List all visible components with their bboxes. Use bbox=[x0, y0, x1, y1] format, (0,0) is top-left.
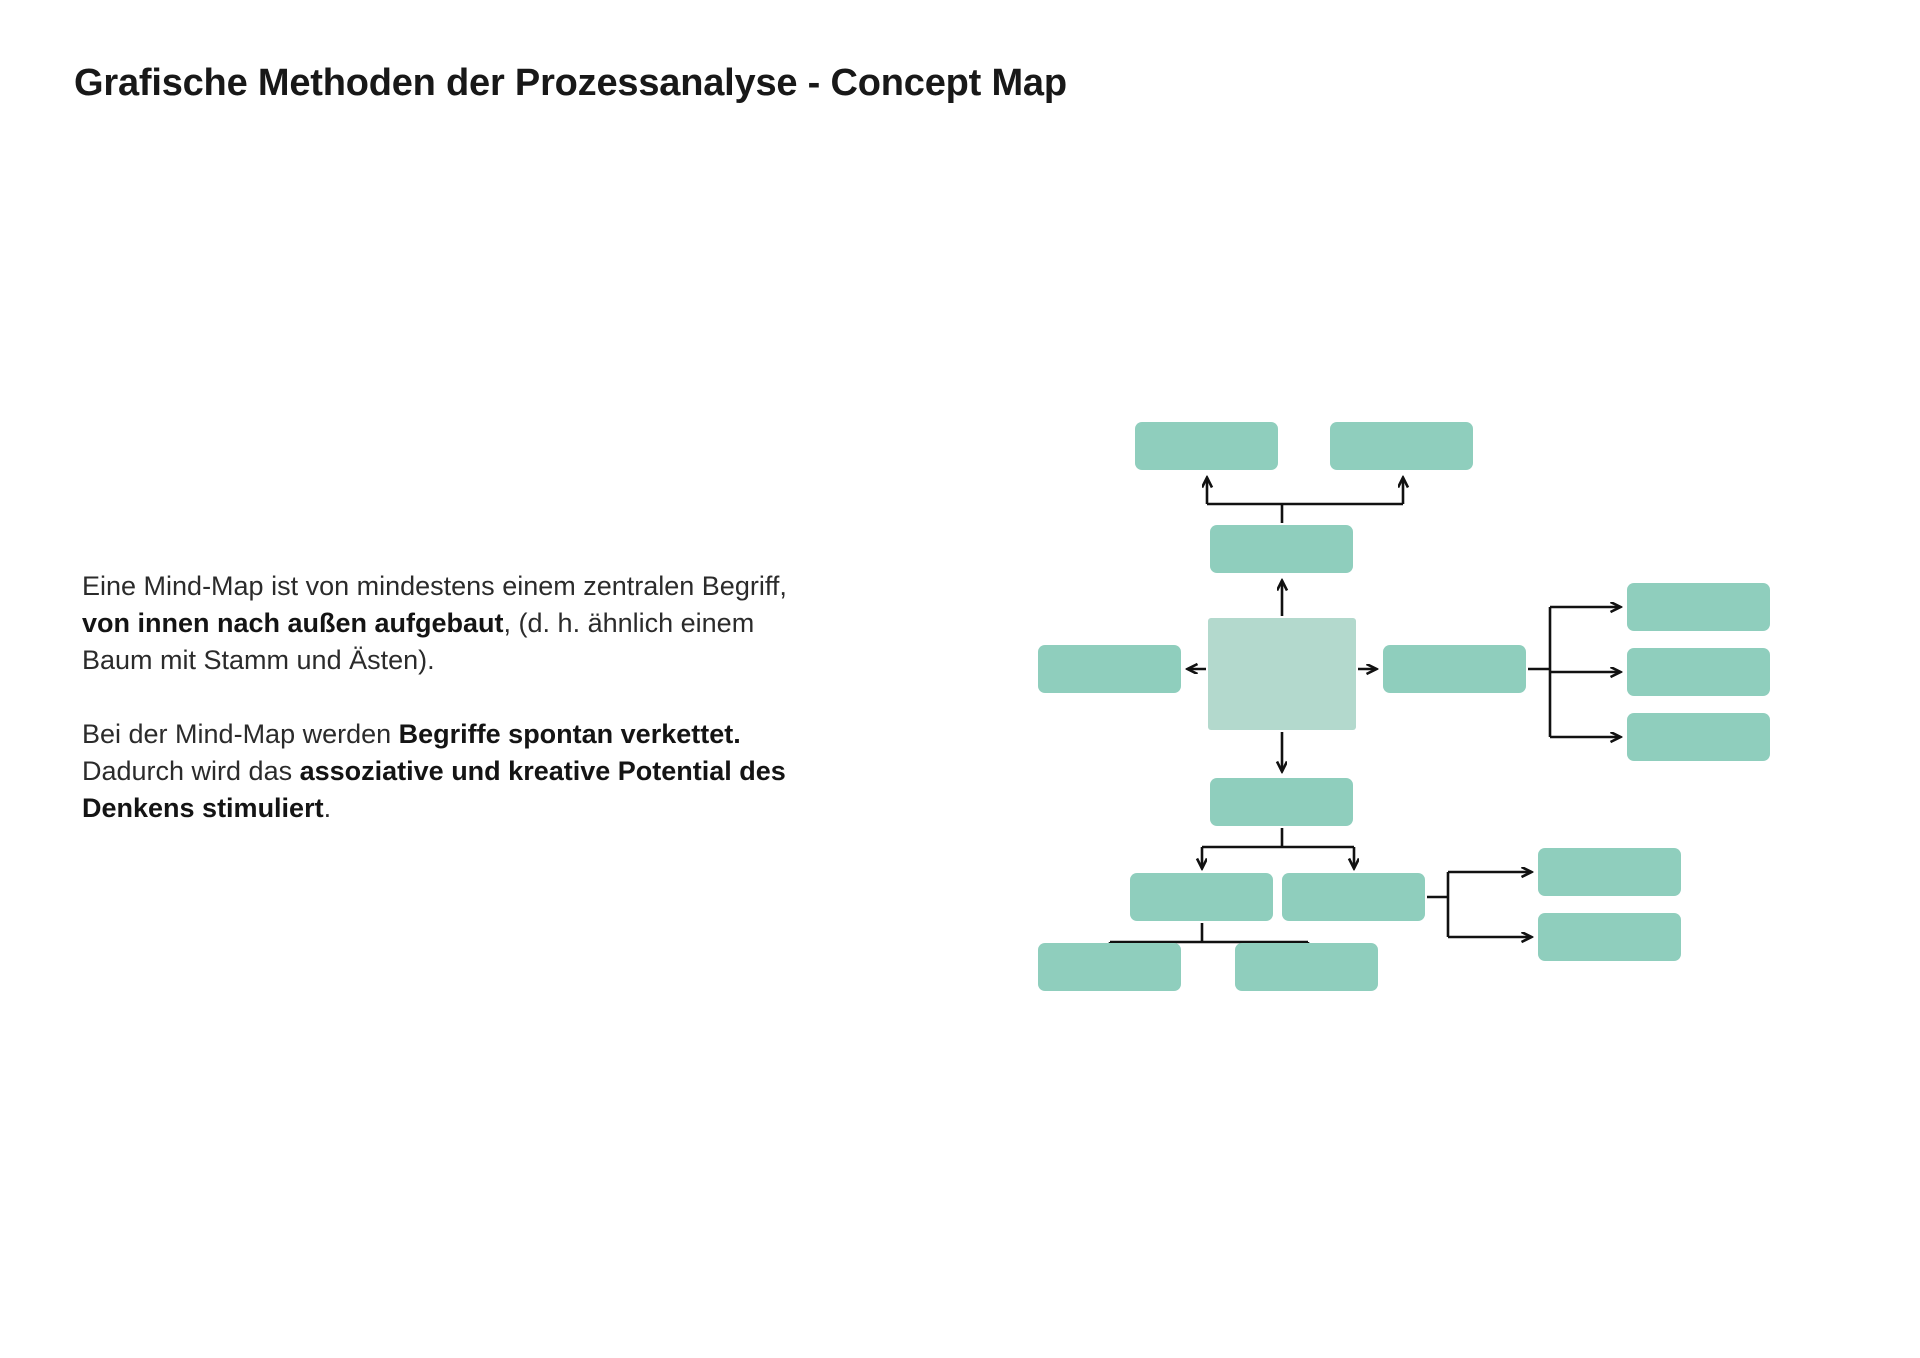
node-lower-right-leaf-1[interactable] bbox=[1538, 848, 1681, 896]
concept-map-diagram bbox=[1020, 400, 1810, 1020]
paragraph-2: Bei der Mind-Map werden Begriffe spontan… bbox=[82, 716, 802, 827]
text-column: Eine Mind-Map ist von mindestens einem z… bbox=[82, 568, 802, 827]
text-run: Bei der Mind-Map werden bbox=[82, 719, 399, 749]
node-lower-right-leaf-2[interactable] bbox=[1538, 913, 1681, 961]
node-right-leaf-2[interactable] bbox=[1627, 648, 1770, 696]
node-bottom-right[interactable] bbox=[1235, 943, 1378, 991]
node-top-right[interactable] bbox=[1330, 422, 1473, 470]
node-top-left[interactable] bbox=[1135, 422, 1278, 470]
text-run-bold: Begriffe spontan verkettet. bbox=[398, 719, 741, 749]
node-right-leaf-3[interactable] bbox=[1627, 713, 1770, 761]
text-run-bold: assoziative und kreative Potential des D… bbox=[82, 756, 786, 823]
text-run: , (d. h. ähnlich einem Baum mit Stamm un… bbox=[82, 608, 755, 675]
concept-map-connectors bbox=[1020, 400, 1810, 1020]
text-run-bold: von innen nach außen aufgebaut bbox=[82, 608, 504, 638]
node-right-hub[interactable] bbox=[1383, 645, 1526, 693]
node-center[interactable] bbox=[1208, 618, 1356, 730]
text-run: . bbox=[323, 793, 332, 823]
node-lower-right[interactable] bbox=[1282, 873, 1425, 921]
node-left[interactable] bbox=[1038, 645, 1181, 693]
paragraph-1: Eine Mind-Map ist von mindestens einem z… bbox=[82, 568, 802, 679]
text-run: Dadurch wird das bbox=[82, 756, 300, 786]
node-bottom-left[interactable] bbox=[1038, 943, 1181, 991]
node-lower-left[interactable] bbox=[1130, 873, 1273, 921]
node-right-leaf-1[interactable] bbox=[1627, 583, 1770, 631]
node-upper-hub[interactable] bbox=[1210, 525, 1353, 573]
page-title: Grafische Methoden der Prozessanalyse - … bbox=[74, 62, 1067, 104]
text-run: Eine Mind-Map ist von mindestens einem z… bbox=[82, 571, 787, 601]
node-lower-hub[interactable] bbox=[1210, 778, 1353, 826]
